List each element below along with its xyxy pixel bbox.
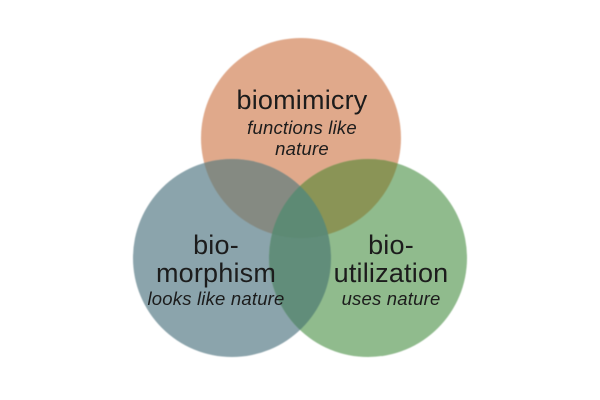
overlap-top-left-region [201,159,331,238]
overlap-top-right-region [269,159,401,238]
